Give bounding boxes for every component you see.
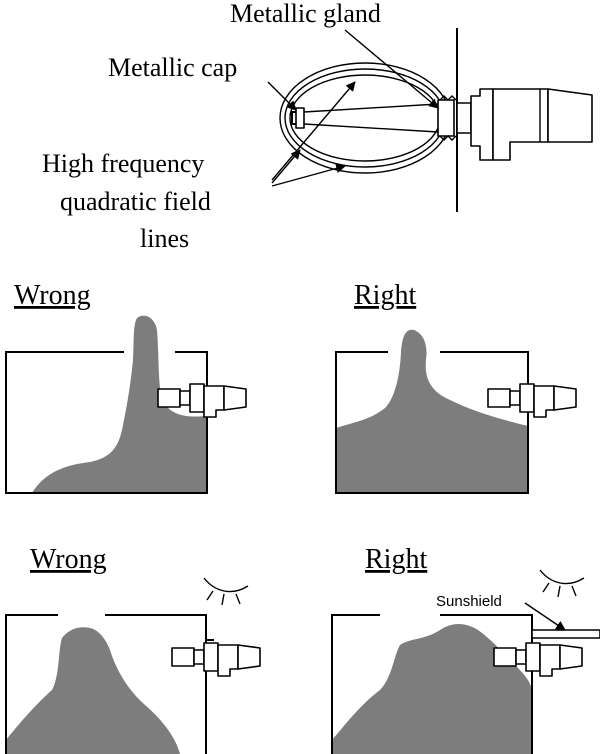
tank-outline (5, 614, 214, 754)
label-metallic-gland: Metallic gland (230, 0, 381, 28)
sun-icon (203, 577, 249, 606)
leader-sunshield (524, 602, 566, 631)
tank-outline (5, 351, 208, 494)
product-pile (6, 627, 180, 754)
label-field-lines-line3: lines (140, 224, 189, 253)
panel-title-bottom-left: Wrong (30, 544, 107, 575)
field-line-middle (284, 68, 446, 168)
panel-bottom-left: Wrong (5, 544, 261, 754)
label-metallic-cap: Metallic cap (108, 53, 237, 82)
top-illustration: Metallic gland Metallic cap High frequen… (42, 0, 593, 253)
antenna-rod-upper (303, 103, 439, 113)
panel-top-right: Right (335, 280, 577, 494)
panel-top-left: Wrong (5, 280, 247, 494)
sunshield-plate (531, 629, 600, 639)
leader-field-2 (271, 149, 301, 184)
panel-title-top-right: Right (354, 280, 416, 311)
sensor-neck (456, 102, 472, 134)
panel-title-top-left: Wrong (14, 280, 91, 311)
sensor-device (487, 383, 577, 418)
sensor-device (171, 642, 261, 677)
sensor-flange (470, 88, 494, 161)
panel-title-bottom-right: Right (365, 544, 427, 575)
sun-icon (539, 569, 585, 598)
gland-thread (439, 95, 457, 141)
product-pile (336, 329, 528, 493)
sensor-horn (547, 88, 593, 143)
leader-field-1 (271, 81, 356, 181)
leader-cap (267, 81, 297, 111)
label-sunshield: Sunshield (436, 593, 502, 610)
leader-gland (344, 29, 439, 109)
metallic-gland-shape (437, 99, 455, 137)
label-field-lines-line2: quadratic field (60, 187, 211, 216)
label-field-lines-line1: High frequency (42, 149, 204, 178)
panel-bottom-right: Right Sunshield (331, 544, 600, 754)
field-line-inner (289, 74, 441, 162)
antenna-rod-lower (303, 123, 439, 133)
leader-field-3 (271, 163, 346, 187)
tank-outline (335, 351, 529, 494)
metallic-cap-body (295, 107, 305, 129)
product-pile (332, 624, 532, 754)
product-pile (32, 315, 207, 493)
tank-outline (331, 614, 533, 754)
field-line-outer (279, 62, 451, 174)
